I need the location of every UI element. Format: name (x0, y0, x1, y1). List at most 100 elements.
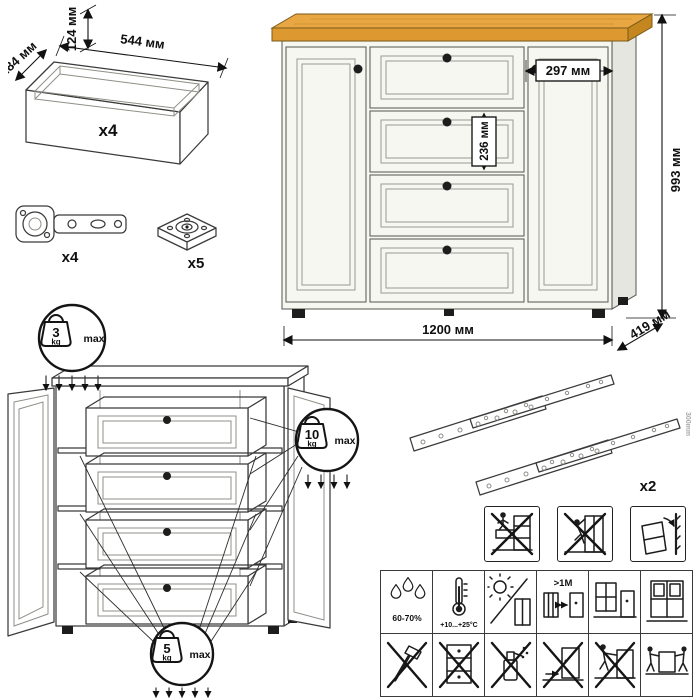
hinge-diagram: x4 (15, 205, 127, 266)
drawer-box-diagram: x4 124 мм 544 мм 284 мм (8, 4, 229, 165)
weight-icon: 5 kg (151, 630, 183, 663)
open-drawer-2 (85, 452, 267, 513)
weight-icon: 10 kg (296, 416, 328, 449)
heat-distance-cell: >1M (537, 571, 588, 633)
hinge-icon (15, 205, 127, 243)
window-ventilation-icon (592, 582, 637, 618)
no-hammer-cell (381, 634, 432, 696)
weight-icon: 3 kg (40, 314, 72, 347)
slide-holes (486, 423, 670, 489)
load-top-arrows (42, 375, 102, 391)
load-drawers-max: max (334, 435, 355, 447)
leaders-drawers (249, 417, 303, 587)
load-shelves-max: max (189, 649, 210, 661)
load-top-badge: 3 kg max (37, 303, 107, 391)
no-dragging-icon (541, 641, 584, 689)
anti-tip-wall-mount-warning (630, 506, 686, 562)
carry-together-cell (641, 634, 692, 696)
slide-holes (420, 379, 604, 445)
humidity-icon: 60-70% (390, 576, 425, 623)
no-hammer-icon (386, 641, 427, 689)
load-shelves-arrows (152, 687, 212, 698)
plate-count-label: x5 (188, 255, 205, 272)
drawer-front-4 (369, 238, 525, 303)
humidity-cell: 60-70% (381, 571, 432, 633)
drawer-front-2 (369, 110, 525, 173)
load-top-unit: kg (51, 338, 60, 347)
top-panel-front-edge (271, 27, 629, 42)
anti-tip-icon (641, 512, 681, 556)
no-moving-alone-cell (589, 634, 640, 696)
load-shelves-value: 5 (163, 641, 170, 656)
no-chemicals-cell (485, 634, 536, 696)
hinge-count-label: x4 (62, 249, 79, 266)
slide-length-note: 300mm (684, 412, 691, 436)
dim-door-box (535, 59, 601, 82)
feet (292, 297, 628, 318)
drawer-knob-icon (442, 245, 452, 255)
open-drawer-1 (85, 396, 267, 457)
load-top-max: max (83, 333, 104, 345)
leaders-shelves (79, 455, 257, 647)
drawer-knob-icon (163, 472, 171, 480)
slides-count-label: x2 (640, 478, 657, 495)
load-drawers-unit: kg (307, 440, 316, 449)
no-force-drawers-cell (433, 634, 484, 696)
slide-rail-1 (409, 374, 615, 452)
open-commode-top-face (51, 365, 309, 379)
left-door (285, 46, 367, 303)
drawer-count-label: x4 (99, 121, 118, 140)
no-climbing-warning (557, 506, 613, 562)
open-drawer-3 (85, 508, 267, 569)
window-cell (641, 571, 692, 633)
no-standing-on-drawer-icon (490, 512, 534, 556)
load-shelves-badge: 5 kg max (149, 621, 215, 698)
care-icons-grid: 60-70% +10...+25°C >1M (380, 570, 693, 697)
no-moving-alone-icon (593, 641, 636, 689)
open-left-door (7, 387, 55, 637)
load-drawers-badge: 10 kg max (294, 407, 360, 489)
mounting-plate-icon (157, 213, 217, 251)
temperature-icon: +10...+25°C (440, 577, 477, 629)
heat-distance-label: >1M (553, 578, 572, 589)
top-panel-side-edge (627, 13, 653, 42)
dim-width-label: 544 мм (120, 31, 166, 52)
dim-height-label: 124 мм (64, 7, 79, 52)
drawer-knob-icon (442, 181, 452, 191)
dim-width-arrow (58, 42, 228, 72)
no-climbing-icon (563, 512, 607, 556)
window-grid-icon (645, 580, 688, 622)
dim-depth-arrow (14, 48, 48, 82)
load-drawers-arrows (304, 474, 351, 489)
drawer-knob-icon (442, 117, 452, 127)
load-shelves-unit: kg (162, 654, 171, 663)
dim-total-depth-label: 419 мм (627, 306, 673, 342)
open-commode-top-edge (51, 377, 289, 387)
no-dragging-cell (537, 634, 588, 696)
commode-side-face (611, 26, 637, 310)
no-direct-sun-icon (486, 573, 531, 626)
load-drawers-value: 10 (305, 427, 319, 442)
temperature-cell: +10...+25°C (433, 571, 484, 633)
drawer-front-1 (369, 46, 525, 109)
drawer-knob-icon (163, 584, 171, 592)
left-door-knob-icon (353, 64, 363, 74)
ventilation-cell (589, 571, 640, 633)
dim-door-label: 297 мм (546, 63, 591, 78)
dim-drawer-box (471, 116, 497, 167)
no-standing-on-drawer-warning (484, 506, 540, 562)
load-top-value: 3 (52, 325, 59, 340)
drawer-knob-icon (442, 53, 452, 63)
commode-diagram: 297 мм 236 мм 993 мм 1200 мм 419 мм (270, 13, 683, 351)
no-force-drawers-icon (438, 641, 479, 689)
humidity-label: 60-70% (392, 613, 422, 623)
open-commode-diagram: 3 kg max 10 kg max (7, 303, 360, 698)
mounting-plate-diagram: x5 (157, 213, 217, 272)
heat-distance-icon: >1M (542, 578, 584, 618)
drawer-front-3 (369, 174, 525, 237)
dim-total-height-label: 993 мм (668, 148, 683, 193)
drawer-knob-icon (163, 416, 171, 424)
warning-icons-row (484, 506, 686, 562)
top-panel-top-face (270, 13, 654, 29)
